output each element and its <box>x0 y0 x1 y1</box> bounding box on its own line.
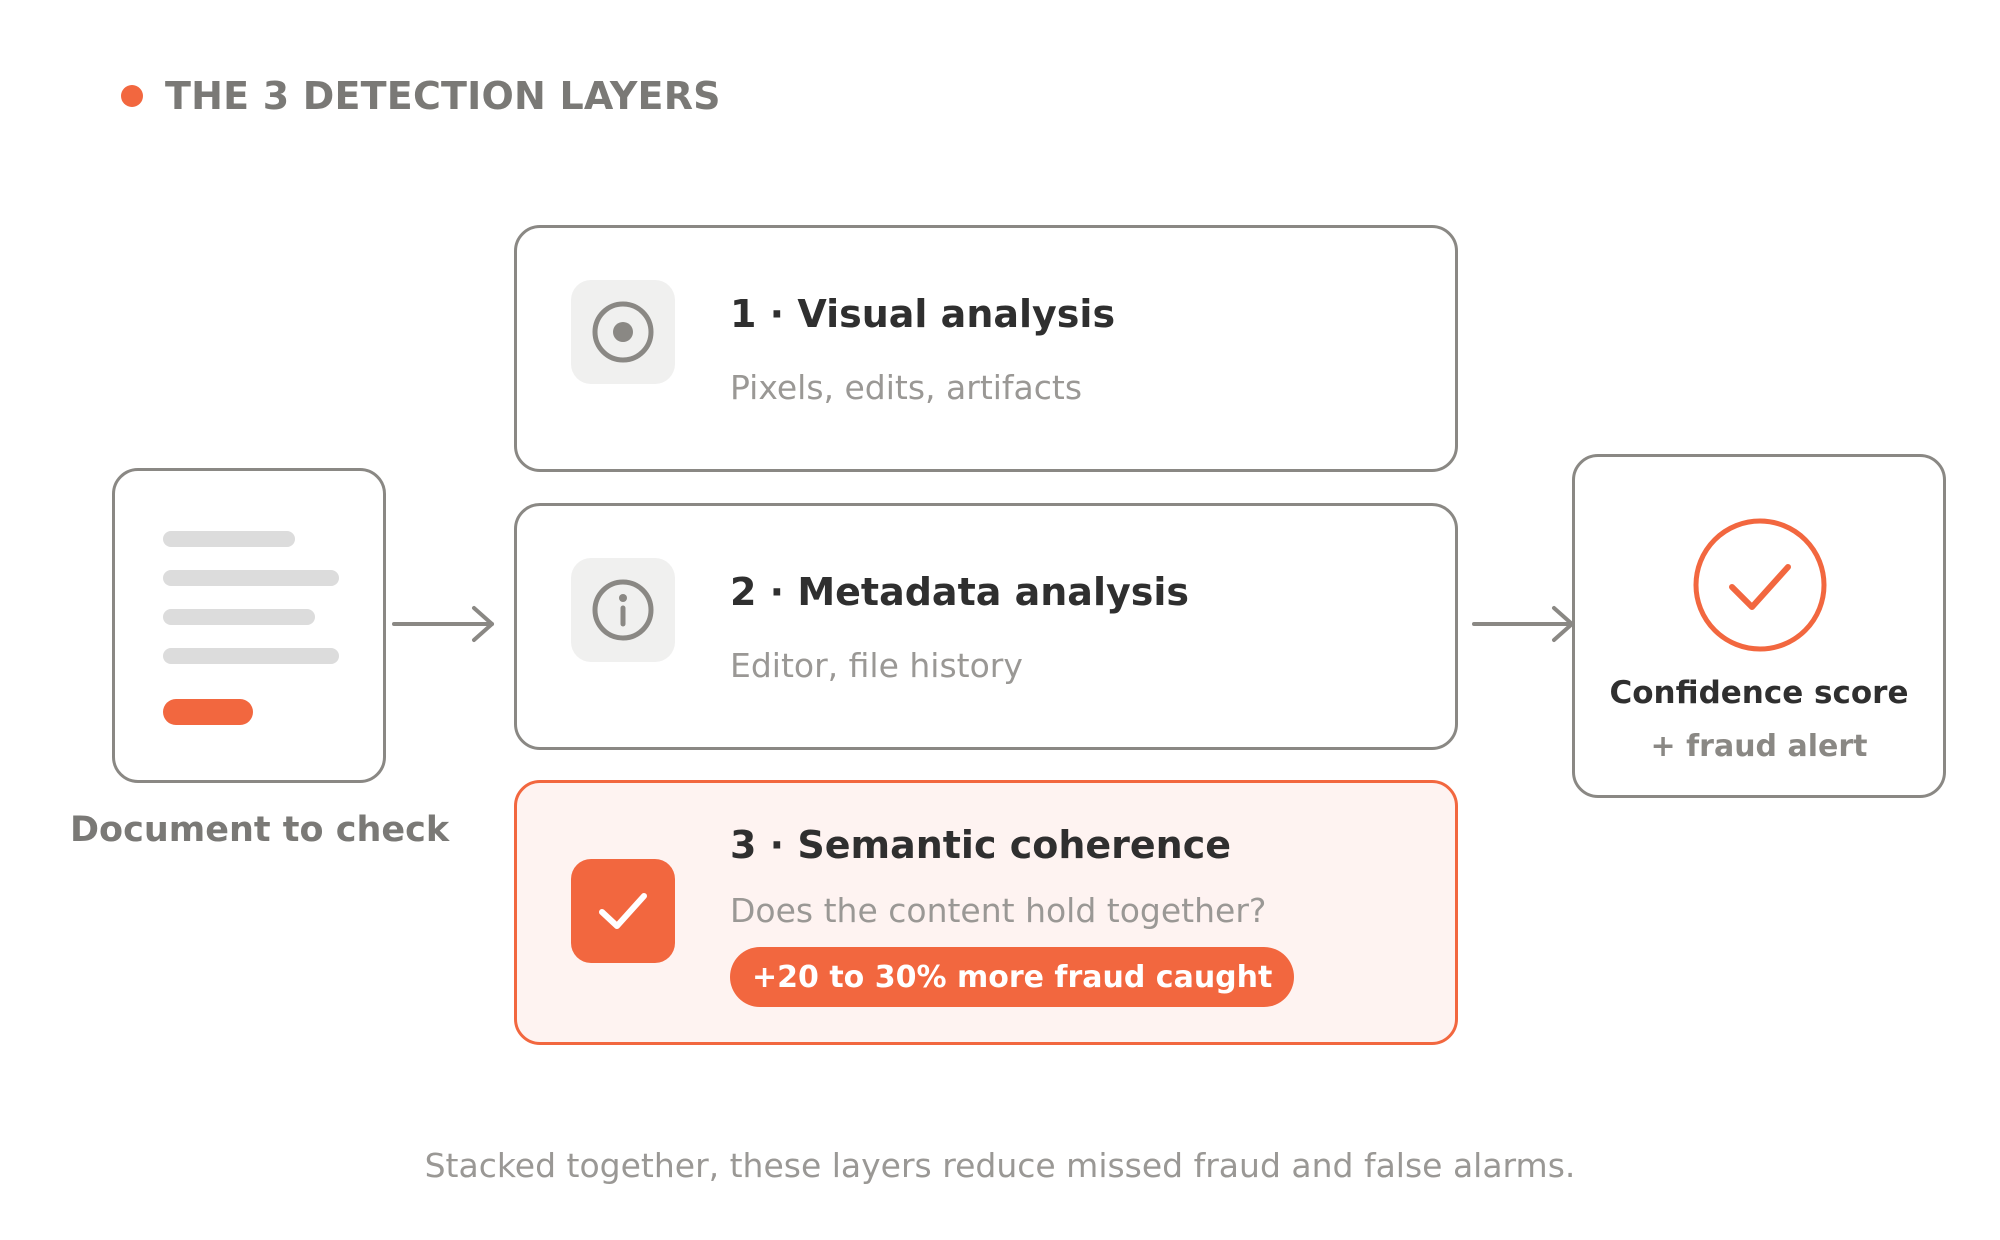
layer-subtitle: Does the content hold together? <box>730 891 1267 930</box>
info-icon <box>592 579 654 641</box>
arrow-right-icon <box>1472 606 1574 642</box>
layer-title: 1 · Visual analysis <box>730 292 1116 336</box>
document-line <box>163 531 295 547</box>
check-circle-icon <box>1693 518 1827 652</box>
document-line <box>163 609 315 625</box>
layer-icon-tile <box>571 558 675 662</box>
layer-card-visual: 1 · Visual analysis Pixels, edits, artif… <box>514 225 1458 472</box>
result-title: Confidence score <box>1609 675 1909 711</box>
document-label: Document to check <box>70 810 450 850</box>
target-icon <box>592 301 654 363</box>
layer-card-semantic: 3 · Semantic coherence Does the content … <box>514 780 1458 1045</box>
layer-card-metadata: 2 · Metadata analysis Editor, file histo… <box>514 503 1458 750</box>
document-highlight-pill <box>163 699 253 725</box>
result-subtitle: + fraud alert <box>1650 729 1868 764</box>
fraud-badge: +20 to 30% more fraud caught <box>730 947 1295 1007</box>
arrow-right-icon <box>392 606 494 642</box>
checkmark-icon <box>599 893 647 929</box>
layer-icon-tile <box>571 859 675 963</box>
layer-subtitle: Pixels, edits, artifacts <box>730 368 1083 407</box>
layer-title: 2 · Metadata analysis <box>730 570 1190 614</box>
footer-caption: Stacked together, these layers reduce mi… <box>424 1146 1576 1185</box>
page-title: THE 3 DETECTION LAYERS <box>165 74 721 118</box>
result-card: Confidence score + fraud alert <box>1572 454 1946 798</box>
document-card <box>112 468 386 783</box>
document-line <box>163 570 339 586</box>
layer-subtitle: Editor, file history <box>730 646 1023 685</box>
layer-icon-tile <box>571 280 675 384</box>
header: THE 3 DETECTION LAYERS <box>121 74 721 118</box>
accent-dot-icon <box>121 85 143 107</box>
layer-title: 3 · Semantic coherence <box>730 823 1232 867</box>
document-line <box>163 648 339 664</box>
